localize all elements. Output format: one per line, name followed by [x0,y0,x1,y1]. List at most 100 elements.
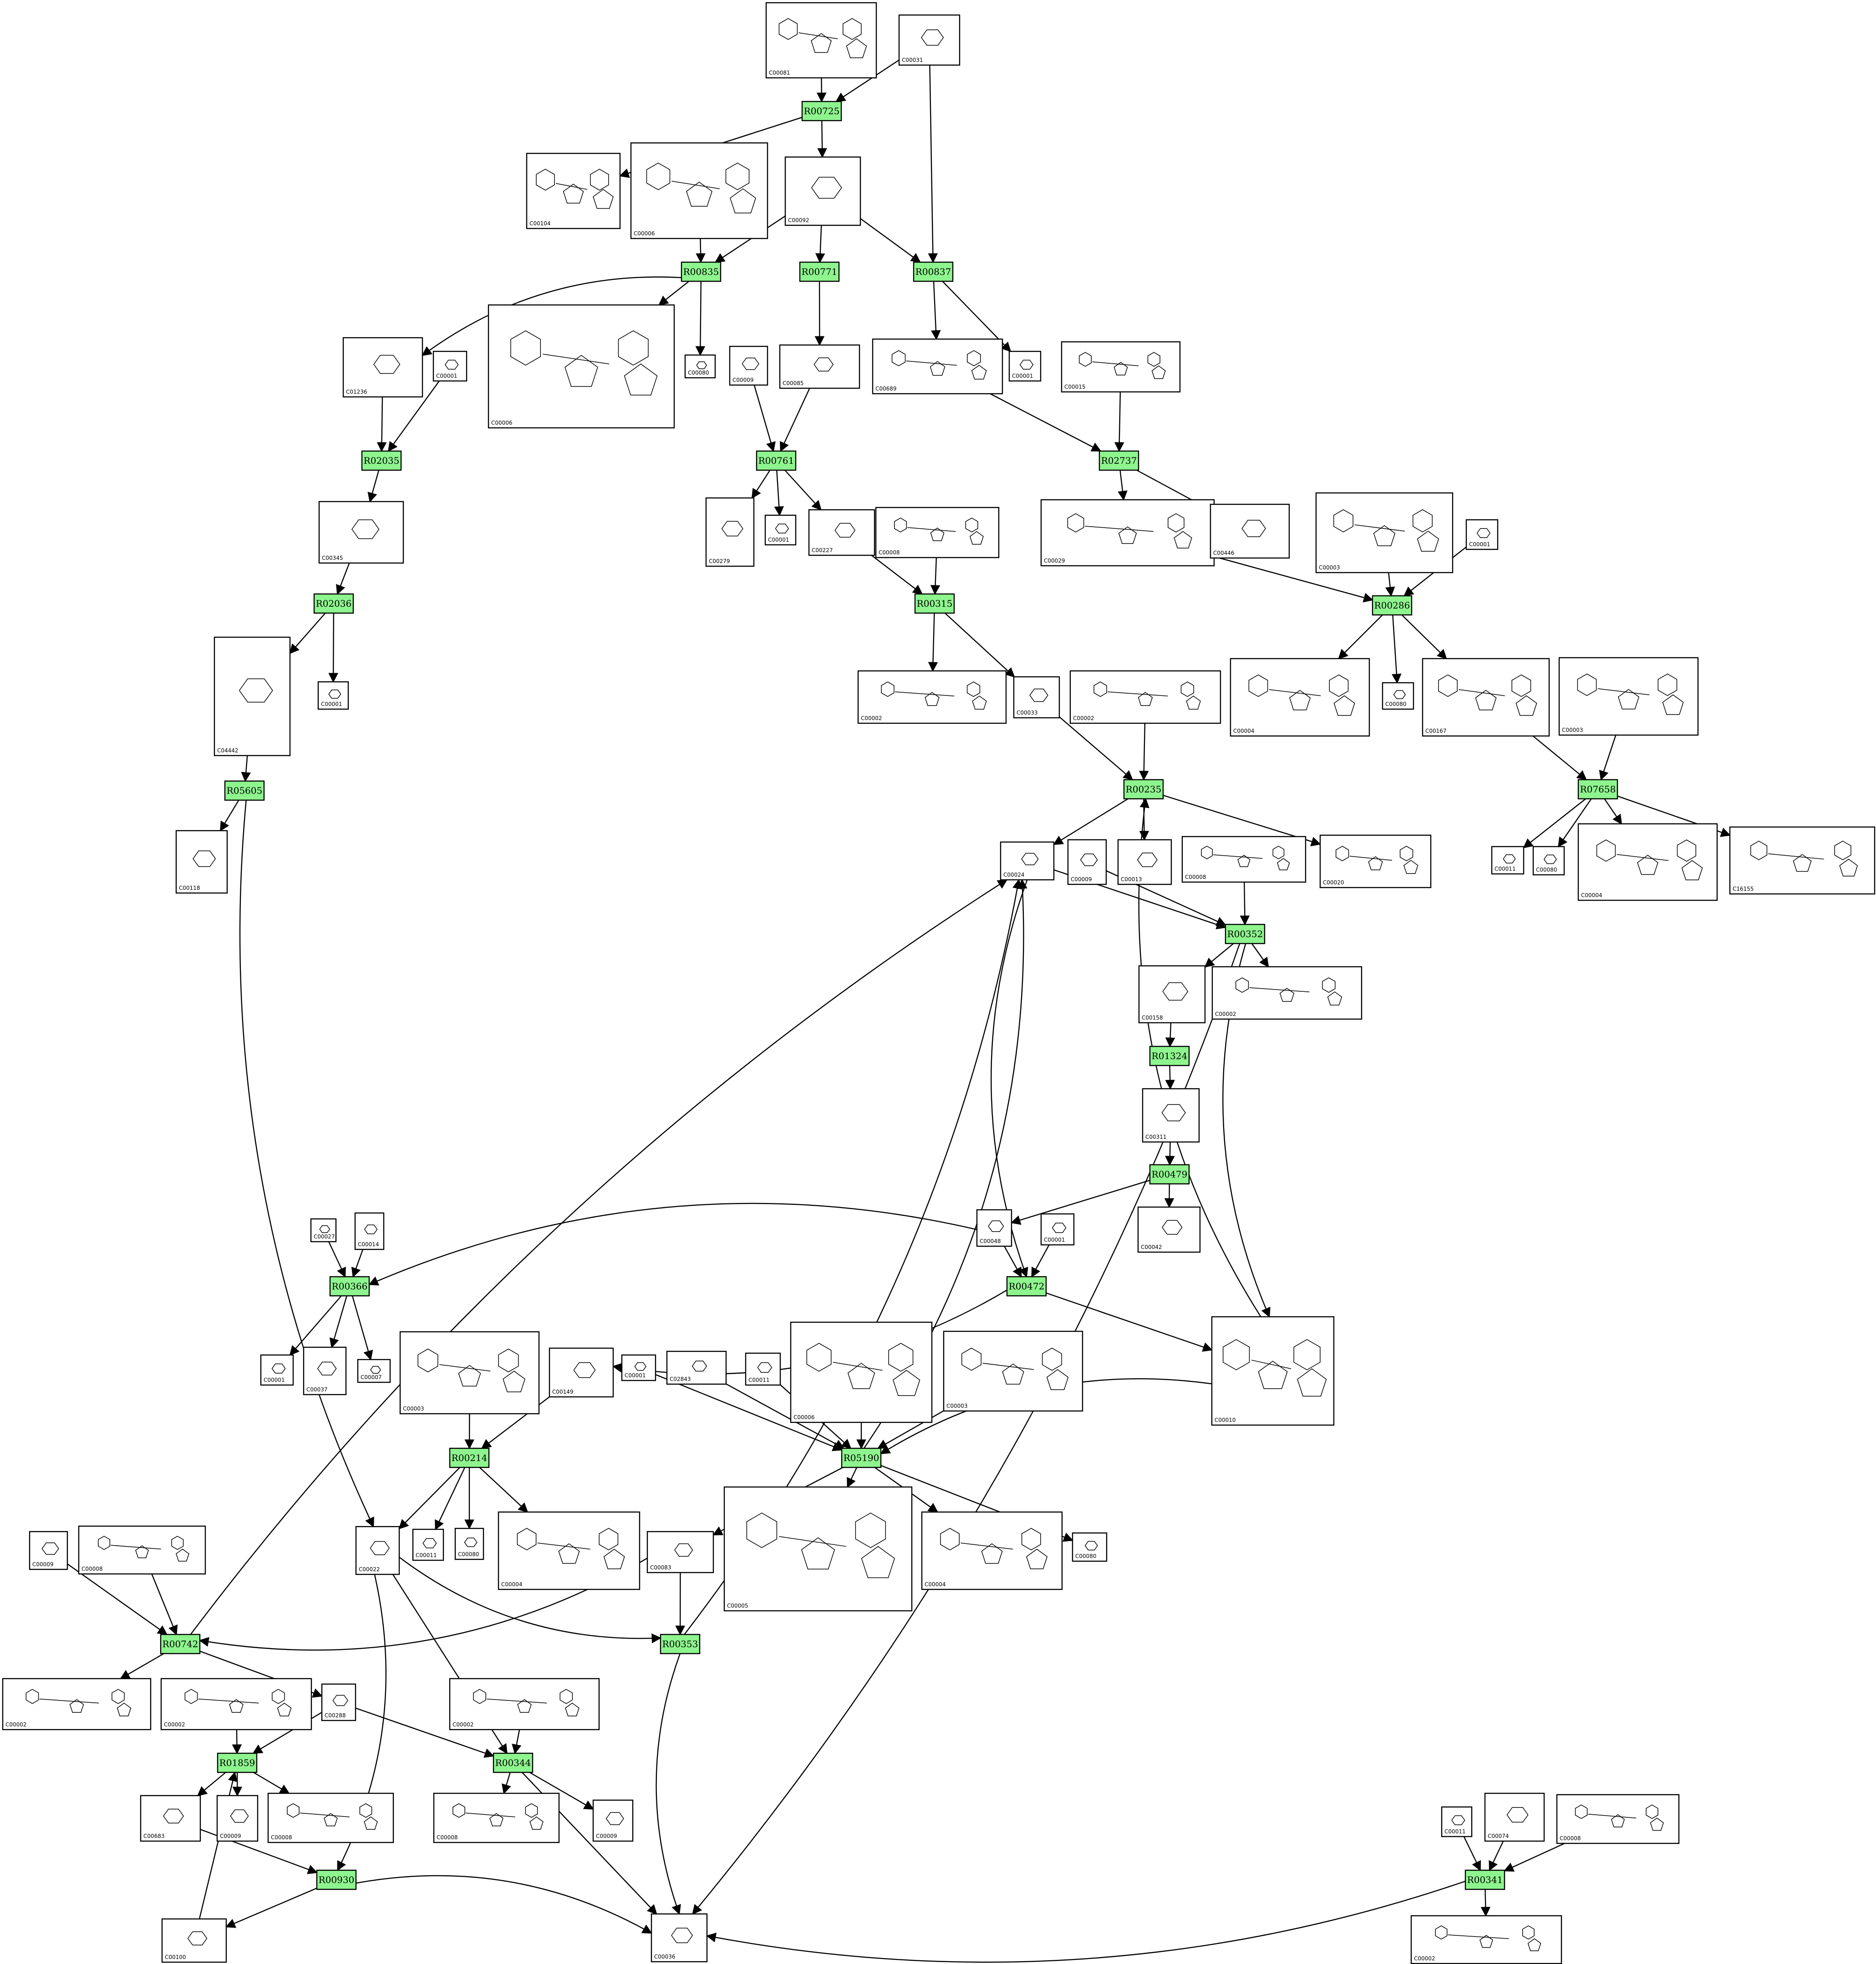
compound-node[interactable]: C02843 [666,1350,727,1385]
compound-node[interactable]: C00118 [175,830,228,894]
compound-box[interactable] [765,2,877,79]
compound-box[interactable] [1040,499,1215,567]
reaction-box[interactable] [217,1752,258,1773]
compound-node[interactable]: C00008 [1181,836,1307,883]
compound-box[interactable] [1040,1213,1075,1246]
compound-box[interactable] [303,1346,347,1396]
compound-box[interactable] [790,1321,933,1423]
reaction-node[interactable]: R00835 [681,261,722,282]
compound-box[interactable] [705,497,755,567]
compound-box[interactable] [808,509,875,556]
compound-box[interactable] [1067,839,1107,885]
compound-node[interactable]: C00007 [357,1359,391,1383]
reaction-node[interactable]: R00315 [914,593,955,614]
reaction-box[interactable] [914,593,955,614]
compound-box[interactable] [318,501,404,564]
compound-node[interactable]: C00446 [1210,503,1290,559]
compound-node[interactable]: C00092 [784,156,861,226]
compound-node[interactable]: C00002 [449,1678,600,1731]
compound-node[interactable]: C00001 [317,681,349,710]
reaction-box[interactable] [1577,779,1618,800]
compound-node[interactable]: C00033 [1013,676,1060,719]
compound-node[interactable]: C00022 [355,1526,400,1575]
compound-node[interactable]: C00081 [765,2,877,79]
compound-node[interactable]: C00004 [921,1511,1063,1590]
compound-node[interactable]: C00003 [399,1331,540,1415]
compound-node[interactable]: C00015 [1061,341,1181,393]
reaction-box[interactable] [1225,924,1266,944]
compound-node[interactable]: C00013 [1117,839,1172,885]
compound-box[interactable] [1382,682,1414,710]
compound-box[interactable] [666,1350,727,1385]
reaction-box[interactable] [316,1869,357,1890]
reaction-node[interactable]: R00344 [493,1752,534,1773]
compound-box[interactable] [1000,841,1055,881]
reaction-box[interactable] [1123,779,1164,800]
reaction-node[interactable]: R00352 [1225,924,1266,944]
compound-box[interactable] [399,1331,540,1415]
compound-node[interactable]: C00227 [808,509,875,556]
compound-box[interactable] [779,344,860,389]
reaction-box[interactable] [449,1447,490,1468]
compound-node[interactable]: C00167 [1422,658,1550,737]
compound-box[interactable] [621,1354,656,1381]
compound-box[interactable] [449,1678,600,1731]
compound-node[interactable]: C00002 [160,1678,312,1731]
compound-node[interactable]: C00008 [875,507,1000,558]
compound-box[interactable] [943,1330,1083,1412]
reaction-box[interactable] [756,450,797,471]
compound-node[interactable]: C00080 [1072,1532,1108,1562]
reaction-box[interactable] [224,780,265,801]
compound-box[interactable] [1465,519,1499,550]
compound-node[interactable]: C00689 [872,338,1003,395]
compound-node[interactable]: C00006 [630,142,768,239]
compound-box[interactable] [160,1678,312,1731]
reaction-box[interactable] [361,450,402,471]
reaction-node[interactable]: R05190 [841,1447,882,1468]
compound-node[interactable]: C00009 [1067,839,1107,885]
compound-box[interactable] [646,1531,714,1573]
compound-node[interactable]: C00001 [1008,350,1042,382]
compound-node[interactable]: C00279 [705,497,755,567]
compound-node[interactable]: C00158 [1138,965,1206,1024]
compound-box[interactable] [342,337,423,398]
reaction-node[interactable]: R00472 [1006,1276,1047,1297]
reaction-node[interactable]: R02036 [313,593,354,614]
compound-node[interactable]: C00100 [161,1918,227,1963]
compound-box[interactable] [1729,826,1876,895]
compound-node[interactable]: C00020 [1319,834,1432,888]
compound-node[interactable]: C00011 [412,1528,444,1561]
reaction-box[interactable] [799,261,840,282]
compound-node[interactable]: C16155 [1729,826,1876,895]
compound-node[interactable]: C00042 [1137,1206,1201,1253]
compound-node[interactable]: C00001 [1040,1213,1075,1246]
compound-node[interactable]: C00003 [1315,492,1454,573]
compound-box[interactable] [1072,1532,1108,1562]
reaction-box[interactable] [1372,595,1413,616]
compound-box[interactable] [1137,1206,1201,1253]
reaction-node[interactable]: R00353 [660,1634,701,1654]
compound-box[interactable] [723,1486,913,1612]
compound-box[interactable] [432,350,468,382]
compound-node[interactable]: C00080 [684,354,716,379]
compound-box[interactable] [1138,965,1206,1024]
compound-node[interactable]: C00080 [1532,846,1565,876]
reaction-box[interactable] [660,1634,701,1654]
compound-node[interactable]: C00001 [432,350,468,382]
compound-node[interactable]: C00006 [790,1321,933,1423]
reaction-box[interactable] [681,261,722,282]
compound-box[interactable] [175,830,228,894]
reaction-node[interactable]: R00341 [1464,1869,1505,1890]
compound-node[interactable]: C00009 [729,345,768,386]
compound-node[interactable]: C00024 [1000,841,1055,881]
compound-node[interactable]: C00011 [745,1352,781,1386]
compound-box[interactable] [684,354,716,379]
reaction-node[interactable]: R00761 [756,450,797,471]
compound-box[interactable] [1532,846,1565,876]
compound-node[interactable]: C00002 [1410,1915,1562,1964]
reaction-node[interactable]: R00286 [1372,595,1413,616]
compound-box[interactable] [592,1799,634,1842]
reaction-box[interactable] [313,593,354,614]
compound-box[interactable] [526,152,621,229]
compound-node[interactable]: C00149 [549,1347,614,1398]
